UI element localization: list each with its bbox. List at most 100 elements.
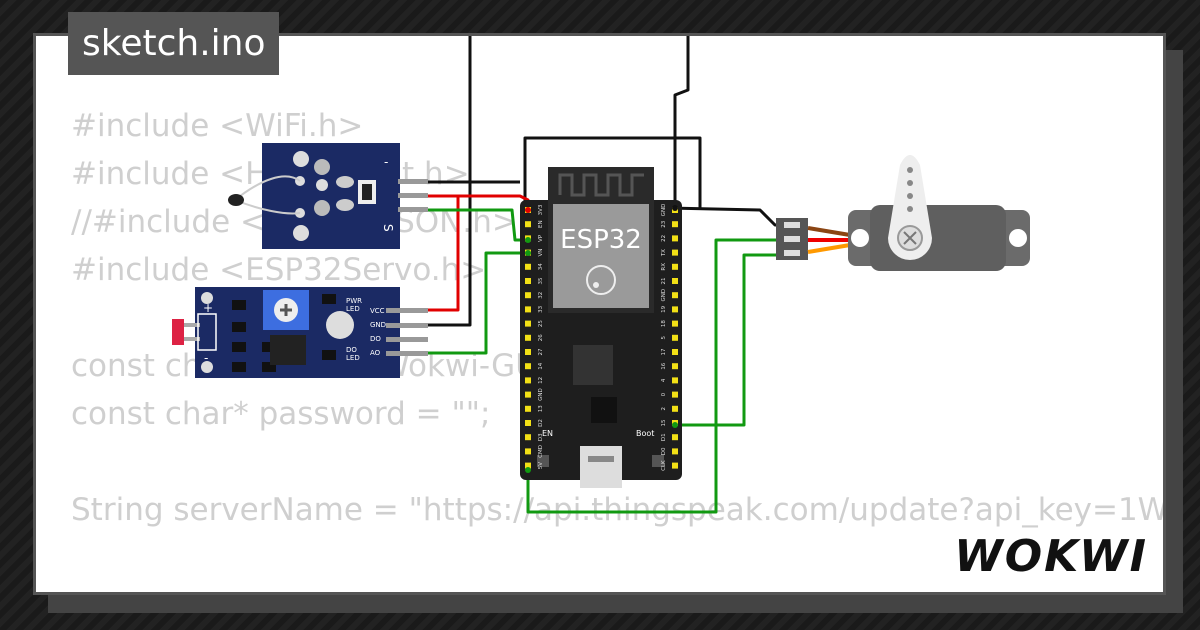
pin-right[interactable] (672, 221, 678, 228)
pin-right[interactable] (672, 363, 678, 370)
pin-label: 0 (661, 392, 667, 396)
pin-right[interactable] (672, 349, 678, 355)
pin-right[interactable] (672, 462, 678, 469)
boot-button (652, 455, 664, 467)
pin-label: GND (538, 388, 544, 401)
pin-label: 3V3 (538, 204, 544, 215)
pin-left[interactable] (525, 420, 531, 426)
pin-right[interactable] (672, 235, 678, 242)
pin-left[interactable] (525, 278, 531, 284)
pin-left[interactable] (525, 263, 531, 270)
esp32-label: ESP32 (560, 225, 642, 255)
pin-right[interactable] (672, 320, 678, 327)
pin-label: 33 (538, 305, 544, 312)
pin-right[interactable] (672, 249, 678, 256)
pin-right[interactable] (672, 448, 678, 455)
ntc-minus-label: - (384, 155, 388, 169)
ntc-s-label: S (381, 224, 395, 232)
wire-green (428, 208, 528, 242)
pin-left[interactable] (525, 448, 531, 455)
pin-label: TX (661, 249, 667, 257)
usb-port-icon (580, 446, 622, 488)
pin-label: GND (661, 204, 667, 217)
pin-left[interactable] (525, 405, 531, 412)
file-name-tab[interactable]: sketch.ino (68, 12, 280, 75)
pin-label: 32 (538, 292, 544, 299)
wire-red (428, 196, 460, 312)
pin-label: CMD (538, 445, 544, 458)
pin-label: VP (538, 234, 544, 242)
code-line: const char* password = ""; (71, 396, 491, 432)
pin-right[interactable] (672, 377, 678, 384)
pin-left[interactable] (525, 434, 531, 441)
pin-label: 12 (538, 377, 544, 384)
servo-connector (776, 218, 851, 260)
wire-black (667, 206, 785, 227)
pin-left[interactable] (525, 334, 531, 341)
pin-label: 5 (661, 336, 667, 340)
esp32-board[interactable]: ESP32 EN Boot 3V3ENVPVN34353233252627141… (520, 167, 682, 488)
svg-text:PWR: PWR (346, 297, 362, 305)
pin-label: 18 (661, 320, 667, 327)
photoresistor-icon (172, 319, 184, 345)
pin-left[interactable] (525, 349, 531, 355)
wire-endpoints (525, 205, 678, 473)
ldr-pin-label: GND (370, 321, 386, 329)
pin-label: 14 (538, 362, 544, 369)
pin-left[interactable] (525, 221, 531, 228)
pin-right[interactable] (672, 278, 678, 284)
pin-right[interactable] (672, 292, 678, 299)
pin-right[interactable] (672, 434, 678, 441)
wire-black (673, 36, 690, 208)
pin-label: 5V (538, 462, 544, 469)
pin-label: 13 (538, 405, 544, 412)
en-label: EN (542, 429, 553, 438)
wire-green (526, 238, 780, 514)
pin-label: RX (661, 263, 667, 271)
ldr-sensor-module[interactable]: + - PWR LED DO LED VCC GND DO AO (172, 287, 428, 378)
svg-text:LED: LED (346, 305, 360, 313)
ldr-pin-label: VCC (370, 307, 385, 315)
ldr-pin-label: AO (370, 349, 381, 357)
ldr-plus-label: + (203, 301, 213, 315)
pin-label: VN (538, 249, 544, 257)
pin-label: CLK (661, 460, 667, 471)
code-line: #include <WiFi.h> (71, 108, 364, 144)
svg-text:LED: LED (346, 354, 360, 362)
pin-left[interactable] (525, 377, 531, 384)
code-line: #include <ESP32Servo.h> (71, 252, 487, 288)
pin-left[interactable] (525, 292, 531, 299)
pin-label: 19 (661, 305, 667, 312)
pin-left[interactable] (525, 391, 531, 398)
pin-label: 21 (661, 278, 667, 285)
pin-label: 35 (538, 277, 544, 284)
en-button (537, 455, 549, 467)
pin-left[interactable] (525, 462, 531, 469)
ntc-sensor-module[interactable]: - S (228, 143, 428, 249)
pin-label: EN (538, 220, 544, 228)
pin-label: D2 (538, 419, 544, 427)
pin-label: 17 (661, 348, 667, 355)
pin-left[interactable] (525, 363, 531, 370)
pin-right[interactable] (672, 306, 678, 313)
pin-label: 22 (661, 235, 667, 242)
pin-right[interactable] (672, 334, 678, 341)
ldr-pin-label: DO (370, 335, 381, 343)
pin-label: 16 (661, 362, 667, 369)
wire-green (675, 253, 780, 427)
code-line: String serverName = "https://api.thingsp… (71, 492, 1166, 528)
pin-right[interactable] (672, 405, 678, 412)
pin-label: D0 (661, 447, 667, 455)
pin-left[interactable] (525, 320, 531, 327)
pin-right[interactable] (672, 391, 678, 398)
pin-label: 2 (661, 407, 667, 411)
pin-label: 34 (538, 263, 544, 270)
pin-label: D3 (538, 433, 544, 441)
pin-label: 15 (661, 419, 667, 426)
svg-text:DO: DO (346, 346, 357, 354)
servo-motor[interactable] (848, 155, 1030, 271)
pin-left[interactable] (525, 306, 531, 313)
pin-label: 23 (661, 220, 667, 227)
pin-right[interactable] (672, 263, 678, 270)
